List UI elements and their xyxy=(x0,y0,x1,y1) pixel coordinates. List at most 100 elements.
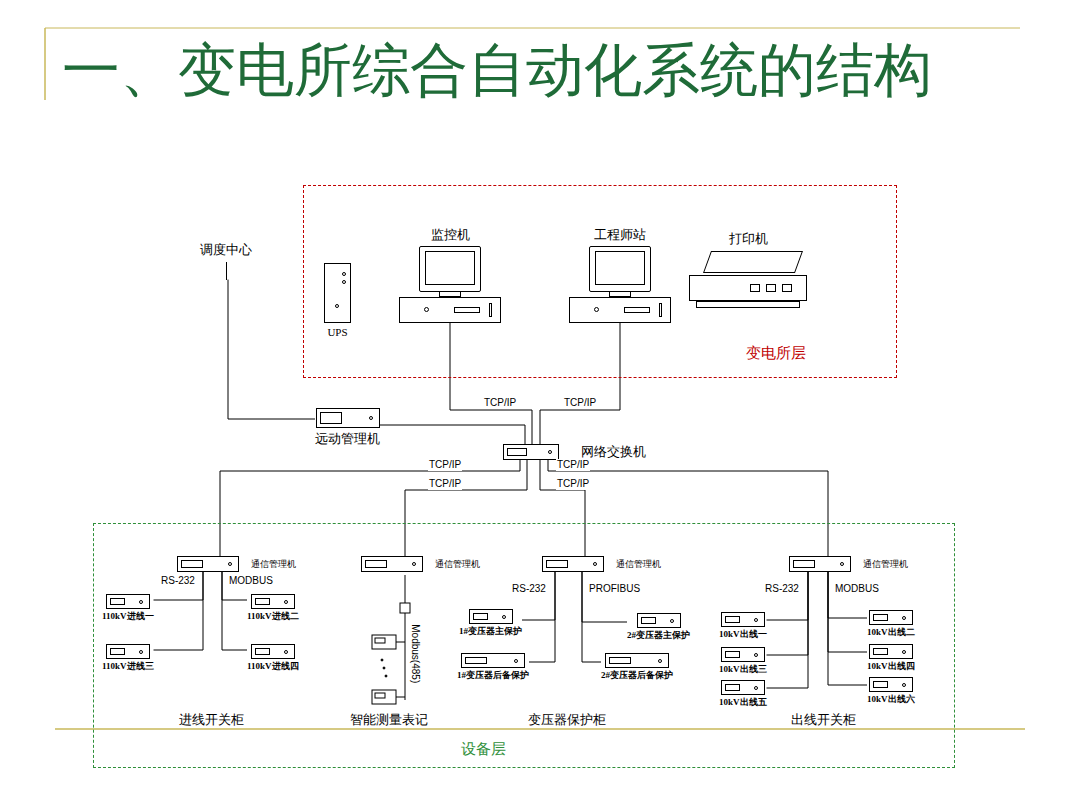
cabinet-label: 智能测量表记 xyxy=(349,713,429,728)
device-knob xyxy=(902,683,906,687)
device-knob xyxy=(593,562,597,566)
device-knob xyxy=(139,600,143,604)
device-icon xyxy=(177,556,239,572)
cabinet-label: 变压器保护柜 xyxy=(527,713,607,728)
device-icon xyxy=(106,594,150,609)
device-icon xyxy=(869,610,913,625)
node-label: 通信管理机 xyxy=(863,559,908,570)
antenna-mast xyxy=(226,262,227,280)
device-panel xyxy=(365,560,387,568)
device-panel xyxy=(725,684,740,691)
node-label: 调度中心 xyxy=(200,242,252,258)
device-icon xyxy=(721,680,765,695)
bus-label: RS-232 xyxy=(160,575,196,587)
dispatch-center: 调度中心 xyxy=(200,242,252,280)
pc-drive xyxy=(454,307,480,313)
node-label: 2#变压器主保护 xyxy=(627,630,690,641)
device-panel xyxy=(793,560,815,568)
pc-button xyxy=(424,307,429,312)
device-icon xyxy=(503,444,559,460)
node-label: UPS xyxy=(327,326,347,339)
engineer-pc: 工程师站 xyxy=(569,227,671,323)
meter-terminal xyxy=(400,603,410,613)
deco-line xyxy=(44,28,46,100)
edge-label: TCP/IP xyxy=(556,459,590,471)
bus-label: PROFIBUS xyxy=(588,583,641,595)
monitor-screen xyxy=(425,251,475,285)
connector xyxy=(380,425,525,444)
node-label: 工程师站 xyxy=(594,227,646,243)
connector xyxy=(228,280,315,419)
printer-button xyxy=(782,284,792,292)
feeder-device: 10kV出线六 xyxy=(867,677,915,705)
device-icon xyxy=(316,408,380,428)
device-knob xyxy=(412,562,416,566)
deco-line xyxy=(55,728,1025,730)
device-icon xyxy=(789,556,851,572)
feeder-device: 10kV出线五 xyxy=(719,680,767,708)
node-label: 通信管理机 xyxy=(435,559,480,570)
monitor-pc: 监控机 xyxy=(399,227,501,323)
device-icon xyxy=(106,644,150,659)
feeder-device: 110kV进线三 xyxy=(102,644,154,672)
node-label: 监控机 xyxy=(431,227,470,243)
device-panel xyxy=(110,648,125,655)
ups-unit: UPS xyxy=(324,263,351,339)
device-icon xyxy=(251,644,295,659)
bus-label: MODBUS xyxy=(228,575,274,587)
feeder-device: 110kV进线二 xyxy=(247,594,299,622)
meter-bus xyxy=(405,575,406,700)
comm-manager: 通信管理机 xyxy=(361,556,480,572)
device-knob xyxy=(139,650,143,654)
slide-title: 一、变电所综合自动化系统的结构 xyxy=(62,36,932,106)
printer-icon xyxy=(689,251,807,309)
device-knob xyxy=(754,686,758,690)
device-icon xyxy=(361,556,423,572)
device-knob xyxy=(902,650,906,654)
device-knob xyxy=(670,619,674,623)
ups-light xyxy=(335,304,339,308)
pc-slot xyxy=(659,303,662,317)
edge-label: TCP/IP xyxy=(563,397,597,409)
device-icon xyxy=(721,612,765,627)
connector xyxy=(220,460,520,556)
dot xyxy=(383,667,385,669)
device-icon xyxy=(869,644,913,659)
device-icon xyxy=(461,653,525,668)
feeder-device: 110kV进线四 xyxy=(247,644,299,672)
node-label: 设备层 xyxy=(461,740,506,758)
device-panel xyxy=(609,657,631,664)
connector xyxy=(540,460,585,556)
printer: 打印机 xyxy=(689,231,807,309)
device-knob xyxy=(514,659,518,663)
protection-device: 1#变压器主保护 xyxy=(459,609,522,637)
dot xyxy=(385,675,387,677)
protection-device: 2#变压器后备保护 xyxy=(601,653,673,681)
device-panel xyxy=(641,617,656,624)
bus-label: Modbus(485) xyxy=(410,623,422,684)
device-panel xyxy=(181,560,203,568)
device-panel xyxy=(320,412,342,424)
comm-manager: 通信管理机 xyxy=(542,556,661,572)
device-knob xyxy=(284,600,288,604)
connector xyxy=(154,572,203,650)
device-knob xyxy=(754,653,758,657)
bus-label: MODBUS xyxy=(834,583,880,595)
telecontrol-unit: 远动管理机 xyxy=(315,408,380,447)
node-label: 10kV出线五 xyxy=(719,697,767,708)
device-panel xyxy=(725,616,740,623)
network-switch: 网络交换机 xyxy=(503,444,646,460)
node-label: 变电所层 xyxy=(746,344,806,362)
node-label: 10kV出线一 xyxy=(719,629,767,640)
printer-base xyxy=(696,301,800,308)
bus-label: RS-232 xyxy=(764,583,800,595)
device-icon xyxy=(469,609,513,624)
node-label: 110kV进线四 xyxy=(247,661,299,672)
device-icon xyxy=(605,653,669,668)
meter xyxy=(372,690,396,704)
device-knob xyxy=(369,416,373,420)
node-label: 10kV出线六 xyxy=(867,694,915,705)
printer-paper xyxy=(703,251,803,273)
